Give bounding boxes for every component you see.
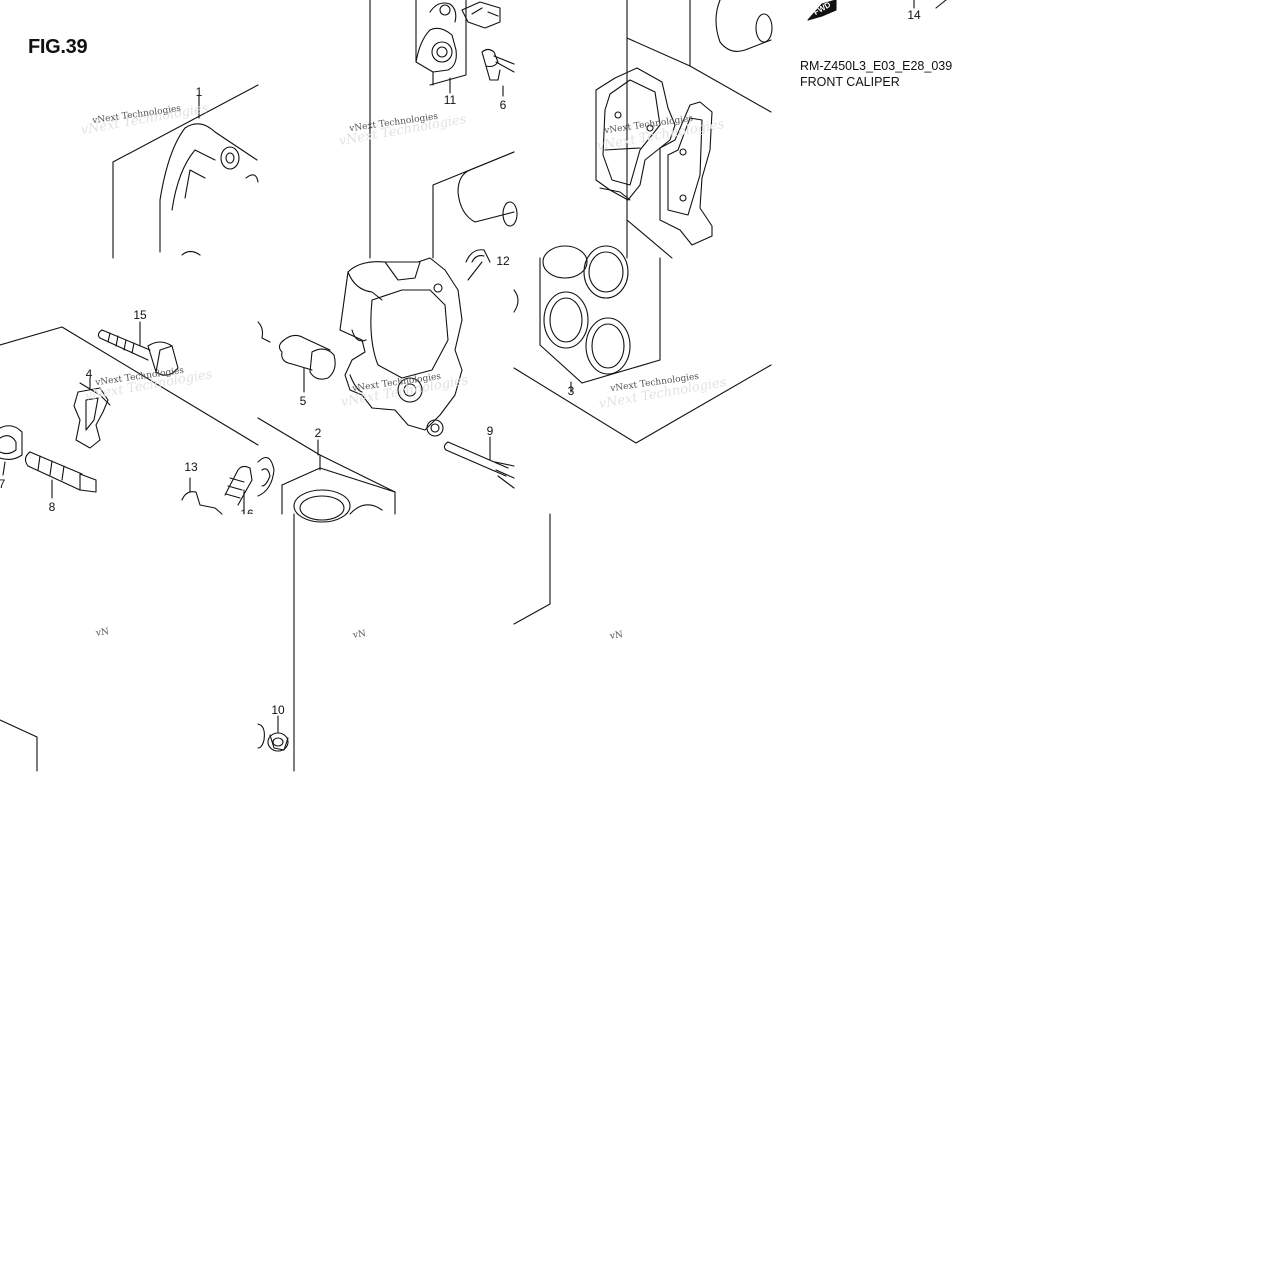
callout-13: 13 <box>184 460 198 474</box>
model-code: RM-Z450L3_E03_E28_039 <box>800 59 953 73</box>
callout-15: 15 <box>133 308 147 322</box>
figure-label: FIG.39 <box>28 36 88 58</box>
callout-10: 10 <box>271 703 285 717</box>
callout-16: 16 <box>240 507 254 521</box>
watermark-stub: vN <box>609 630 624 642</box>
watermark-stub: vN <box>95 627 110 639</box>
callout-9: 9 <box>486 424 494 438</box>
watermark-stub: vN <box>352 629 367 641</box>
callout-8: 8 <box>48 500 56 514</box>
callout-4: 4 <box>85 367 93 381</box>
callout-7: 7 <box>0 477 6 491</box>
callout-12: 12 <box>496 254 510 268</box>
callout-5: 5 <box>299 394 307 408</box>
callout-14: 14 <box>907 8 921 22</box>
callout-6: 6 <box>499 98 507 112</box>
callout-1: 1 <box>195 85 203 99</box>
callout-11: 11 <box>443 93 457 107</box>
callout-2: 2 <box>314 426 322 440</box>
callout-3: 3 <box>567 384 575 398</box>
section-title: FRONT CALIPER <box>800 75 900 89</box>
